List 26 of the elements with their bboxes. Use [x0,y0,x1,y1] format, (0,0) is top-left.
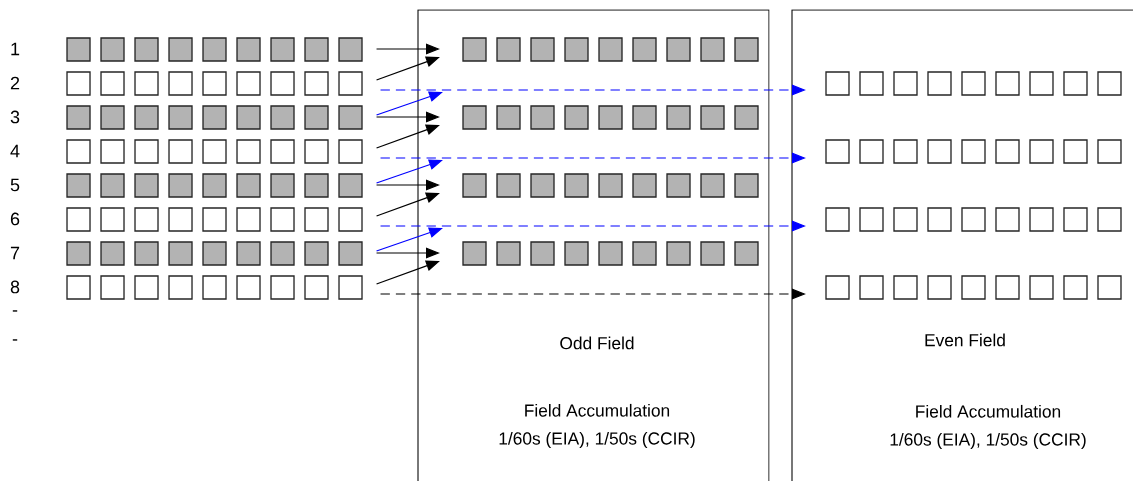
pixel-row [825,71,1122,96]
arrow [375,56,440,81]
dash-mark: - [12,310,18,312]
row-number: 4 [10,144,20,158]
row-number: 7 [10,246,20,260]
field-note: Field Accumulation 1/60s (EIA), 1/50s (CCIR) [499,403,695,449]
row-number: 6 [10,212,20,226]
pixel-row [462,37,759,62]
row-number: 1 [11,42,20,56]
field-title: Even Field [925,333,1005,347]
arrow [375,124,440,149]
pixel-row [825,275,1122,300]
arrow [375,192,440,217]
pixel-row [825,207,1122,232]
field-title: Odd Field [560,336,634,350]
row-number: 5 [10,178,20,192]
row-number: 8 [10,280,20,294]
arrow [375,260,440,285]
pixel-row [462,173,759,198]
row-number: 2 [10,76,20,90]
field-note: Field Accumulation 1/60s (EIA), 1/50s (CCIR) [890,404,1086,450]
pixel-row [462,105,759,130]
pixel-row [462,241,759,266]
dash-mark: - [12,339,18,341]
pixel-row [825,139,1122,164]
row-number: 3 [10,110,20,124]
